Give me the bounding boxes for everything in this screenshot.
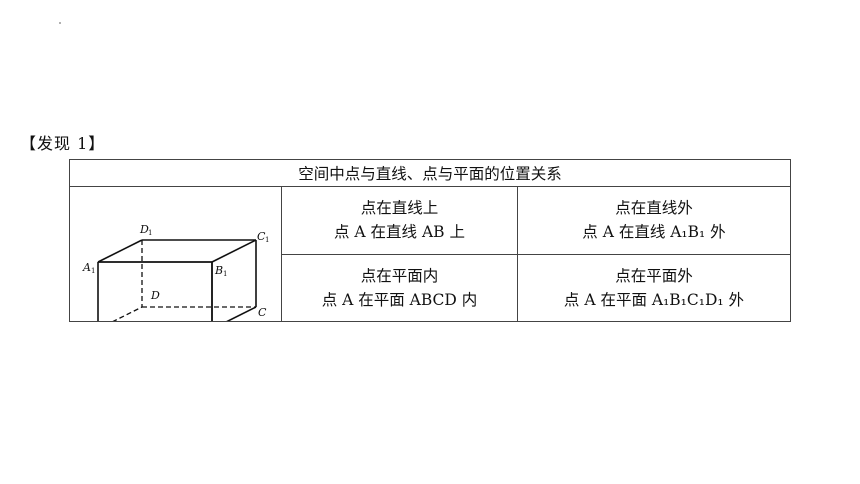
stray-dot [59, 22, 61, 24]
cell-title: 点在直线外 [615, 199, 693, 218]
cell-desc: 点 A 在直线 AB 上 [333, 223, 465, 242]
solid-edges [97, 239, 257, 321]
label-A1-sub: 1 [91, 267, 95, 275]
label-D: D [150, 289, 160, 302]
hidden-edges [112, 240, 256, 321]
cell-desc: 点 A 在平面 ABCD 内 [321, 290, 478, 309]
cuboid-diagram: D 1 C 1 A 1 B 1 D C A B [82, 223, 269, 321]
label-B1-sub: 1 [223, 270, 227, 278]
label-C1: C [257, 230, 266, 243]
label-A1: A [82, 261, 91, 274]
cell-title: 点在平面外 [615, 266, 693, 285]
cell-point-off-line: 点在直线外 点 A 在直线 A₁B₁ 外 [516, 186, 792, 255]
cell-point-on-line: 点在直线上 点 A 在直线 AB 上 [281, 186, 518, 255]
label-D1-sub: 1 [148, 229, 152, 237]
label-D1: D [139, 223, 149, 236]
section-heading: 【发现 1】 [20, 134, 106, 153]
cell-title: 点在平面内 [360, 266, 439, 285]
cuboid-figure-cell: D 1 C 1 A 1 B 1 D C A B [69, 186, 282, 322]
cell-desc: 点 A 在直线 A₁B₁ 外 [582, 223, 726, 242]
relation-table: 空间中点与直线、点与平面的位置关系 [69, 159, 792, 322]
cell-title: 点在直线上 [360, 199, 439, 218]
cell-point-in-plane: 点在平面内 点 A 在平面 ABCD 内 [281, 253, 518, 322]
label-C1-sub: 1 [265, 236, 269, 244]
label-B1: B [214, 264, 223, 277]
cell-point-off-plane: 点在平面外 点 A 在平面 A₁B₁C₁D₁ 外 [516, 253, 792, 322]
table-header: 空间中点与直线、点与平面的位置关系 [69, 159, 791, 187]
cell-desc: 点 A 在平面 A₁B₁C₁D₁ 外 [563, 290, 745, 309]
label-C: C [258, 306, 267, 319]
